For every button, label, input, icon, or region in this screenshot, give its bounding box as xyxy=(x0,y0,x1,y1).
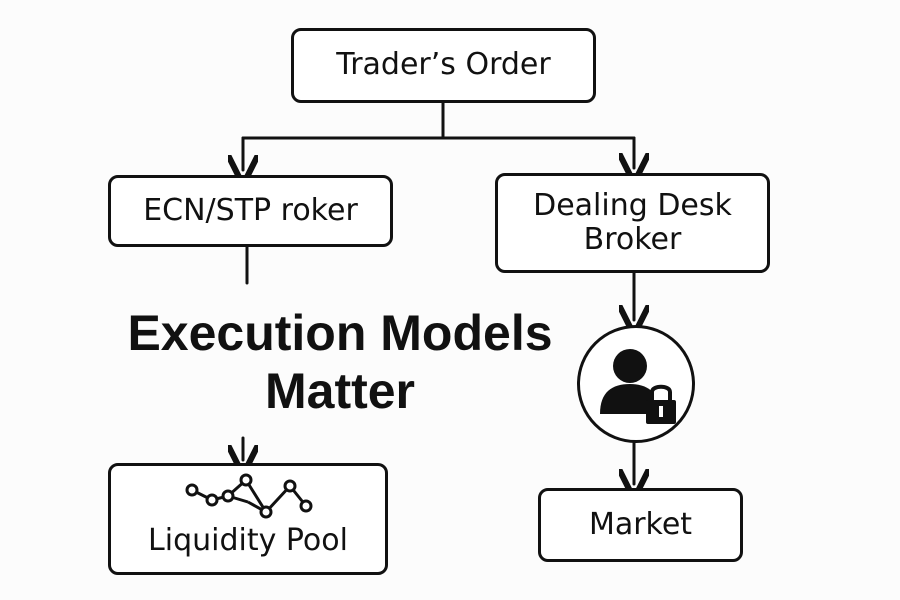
dealing-desk-broker-node: Dealing Desk Broker xyxy=(495,173,770,273)
headline-line-1: Execution Models xyxy=(127,305,553,361)
headline-line-2: Matter xyxy=(264,363,416,419)
liquidity-pool-label: Liquidity Pool xyxy=(148,522,348,558)
dealing-desk-broker-label: Dealing Desk Broker xyxy=(533,187,732,257)
traders-order-node: Trader’s Order xyxy=(291,28,596,103)
person-with-lock-icon xyxy=(600,349,676,424)
liquidity-pool-node: Liquidity Pool xyxy=(108,463,388,575)
market-label: Market xyxy=(588,506,693,542)
headline: Execution Models Matter xyxy=(60,304,620,420)
ecn-stp-broker-label: ECN/STP roker xyxy=(143,192,358,228)
traders-order-label: Trader’s Order xyxy=(336,47,551,83)
network-graph-icon xyxy=(185,473,313,519)
dealer-node xyxy=(577,325,695,443)
ecn-stp-broker-node: ECN/STP roker xyxy=(108,175,393,247)
market-node: Market xyxy=(538,488,743,562)
